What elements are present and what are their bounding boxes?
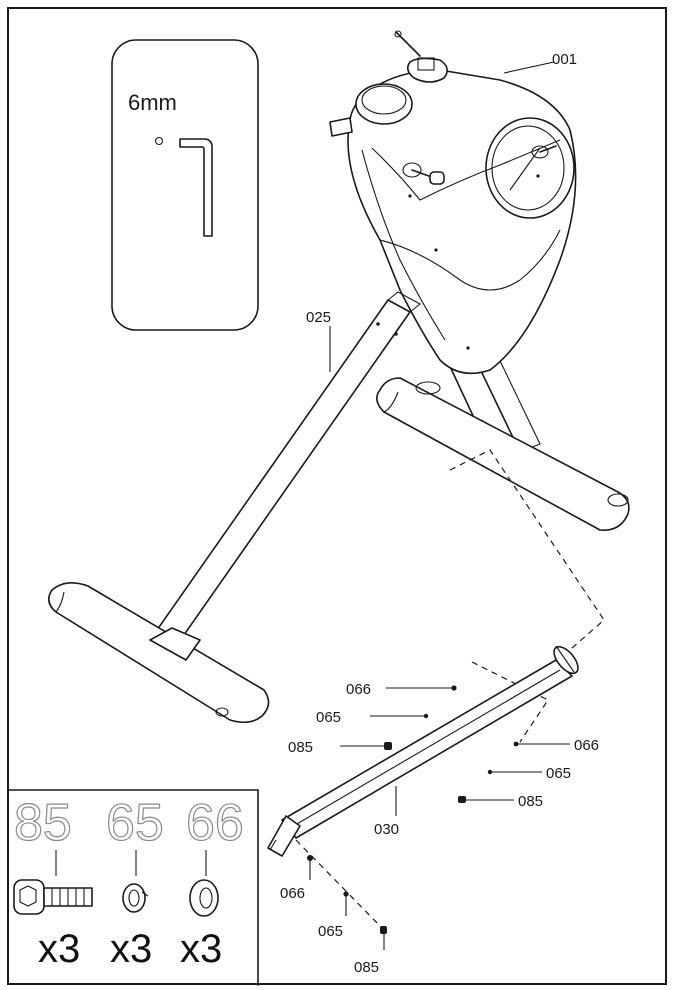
- bolt-85-icon: [380, 926, 387, 934]
- alignment-guide-upper: [449, 449, 605, 649]
- hex-key-icon: [179, 138, 213, 237]
- callout-bolt-b-spring: 065: [546, 765, 571, 782]
- callout-bolt-a-washer: 066: [346, 681, 371, 698]
- hardware-65-number: 65: [106, 794, 164, 852]
- hardware-box: 85 x3 65 x3 66 x3: [8, 789, 259, 986]
- callout-leader-001: [503, 61, 555, 74]
- bolt-group-c: 066 065 085: [280, 839, 387, 976]
- callout-bolt-c-spring: 065: [318, 923, 343, 940]
- tool-box: 6mm: [111, 39, 259, 331]
- hex-key-end-icon: [154, 136, 164, 146]
- spring-washer-65-icon: [423, 713, 429, 719]
- flat-washer-icon: [189, 879, 219, 917]
- callout-bolt-b-washer: 066: [574, 737, 599, 754]
- tool-size-label: 6mm: [128, 90, 177, 115]
- callout-bolt-c-bolt: 085: [354, 959, 379, 976]
- hardware-65-qty: x3: [110, 927, 152, 971]
- bolt-85-icon: [458, 796, 466, 803]
- rear-stabilizer: [48, 291, 421, 724]
- washer-66-icon: [451, 685, 457, 691]
- hardware-66-qty: x3: [180, 927, 222, 971]
- hardware-85-qty: x3: [38, 927, 80, 971]
- main-body-assembly: [329, 30, 630, 531]
- bolt-group-b: 066 065 085: [458, 737, 599, 810]
- callout-bolt-b-bolt: 085: [518, 793, 543, 810]
- bolt-icon: [13, 879, 93, 915]
- callout-bolt-c-washer: 066: [280, 885, 305, 902]
- front-stabilizer: [267, 645, 579, 857]
- bolt-85-icon: [384, 742, 392, 750]
- hardware-85-number: 85: [14, 794, 72, 852]
- callout-bolt-a-bolt: 085: [288, 739, 313, 756]
- bolt-group-a: 066 065 085: [288, 681, 457, 756]
- callout-bolt-a-spring: 065: [316, 709, 341, 726]
- hardware-66-number: 66: [186, 794, 244, 852]
- callout-rear-stabilizer: 025: [306, 309, 331, 326]
- spring-washer-icon: [122, 883, 149, 913]
- callout-main-body: 001: [552, 51, 577, 68]
- callout-front-stabilizer: 030: [374, 821, 399, 838]
